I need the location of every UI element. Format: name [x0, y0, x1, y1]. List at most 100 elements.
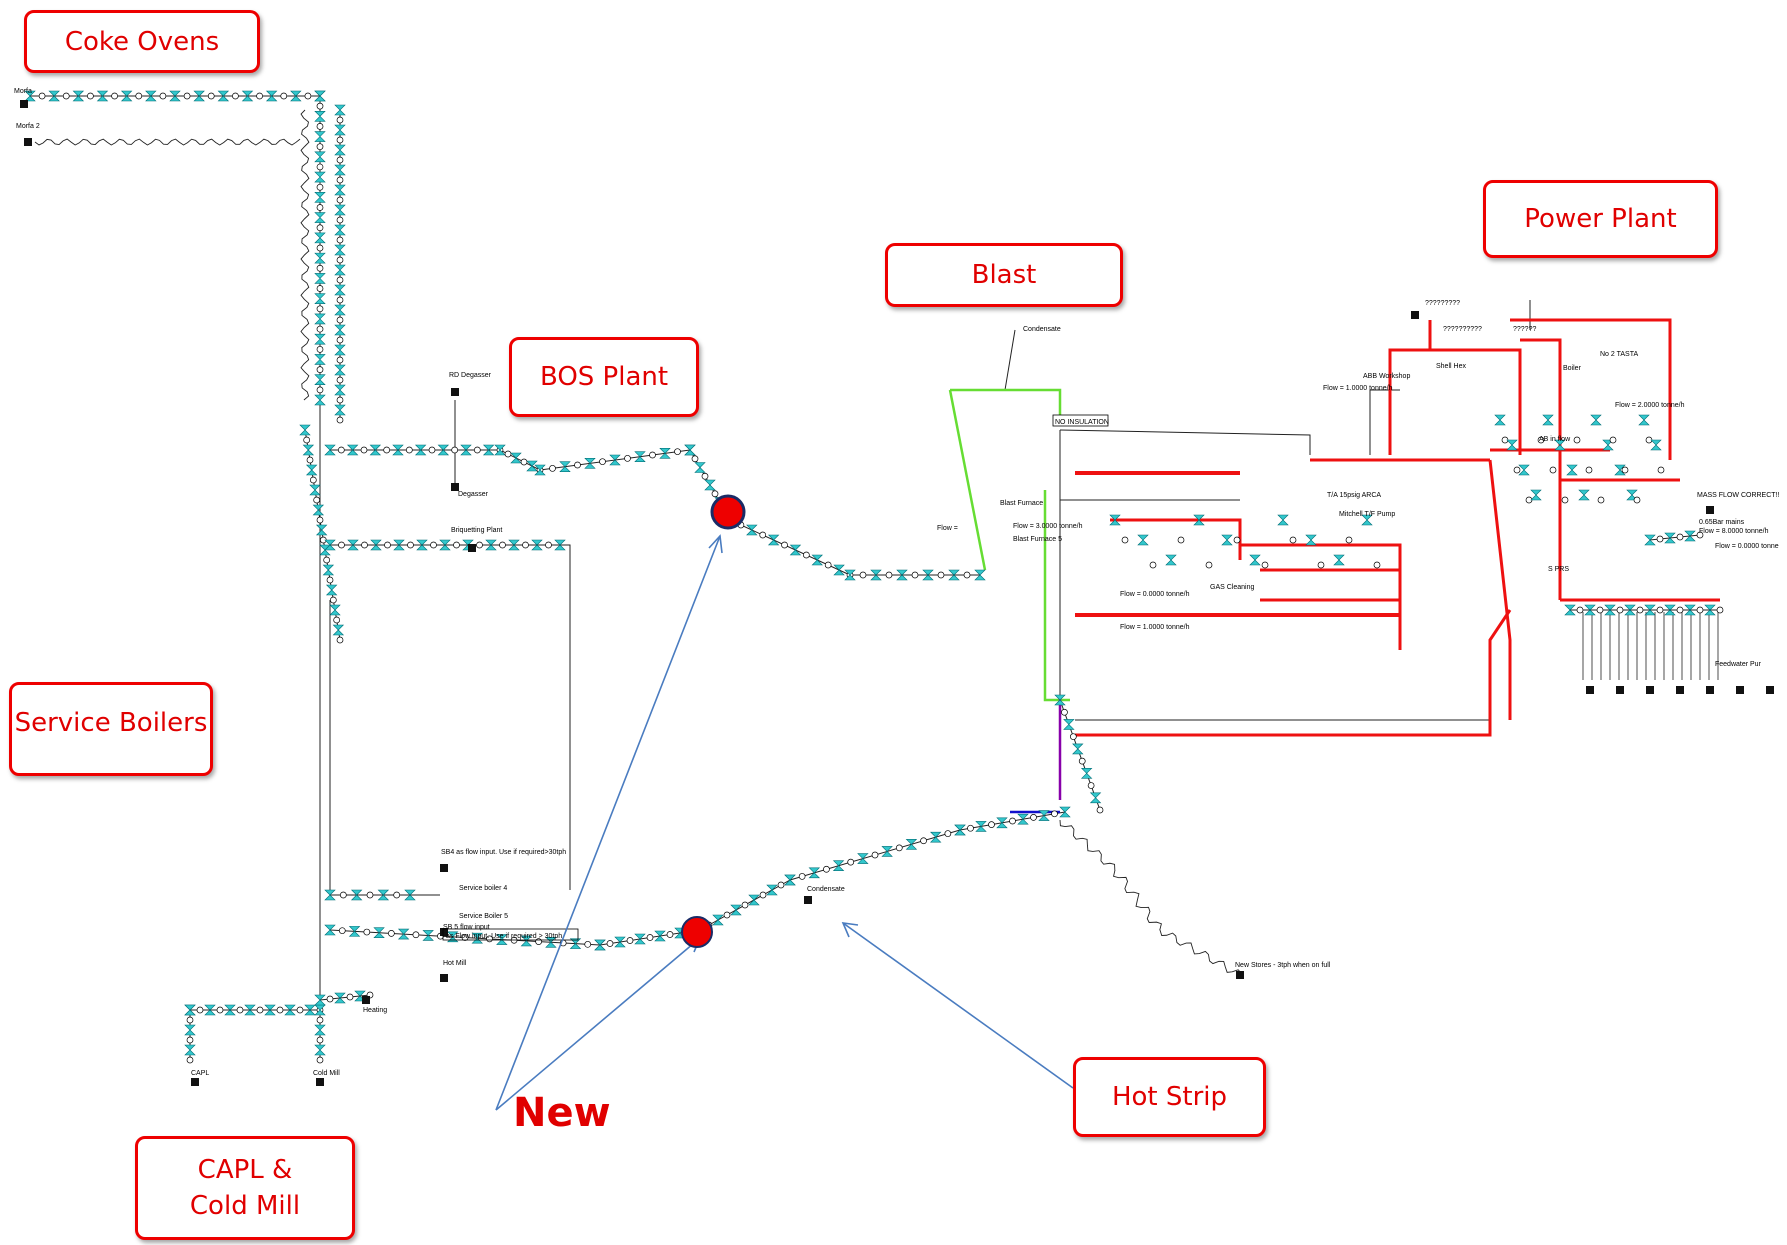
- valve-icon: [315, 213, 325, 223]
- pipe-node: [317, 225, 323, 231]
- valve-icon: [858, 854, 868, 864]
- terminal-block: [1586, 686, 1594, 694]
- valve-icon: [1039, 811, 1049, 821]
- pipe-node: [337, 337, 343, 343]
- pipe-node: [208, 93, 214, 99]
- pipe-node: [600, 459, 606, 465]
- label-boiler: Boiler: [1563, 365, 1582, 372]
- valve-icon: [335, 125, 345, 135]
- valve-icon: [1166, 555, 1176, 565]
- valve-icon: [335, 365, 345, 375]
- valve-icon: [527, 461, 537, 471]
- valve-icon: [1082, 768, 1092, 778]
- pipe-node: [760, 532, 766, 538]
- pipe-node: [1586, 467, 1592, 473]
- colored-pipes: [950, 390, 1070, 812]
- pipe-node: [1514, 467, 1520, 473]
- label-flow-0: Flow = 0.0000 tonne/h: [1120, 591, 1190, 598]
- pipe-node: [667, 932, 673, 938]
- pipe-node: [317, 367, 323, 373]
- power-plant-red-pipes: [1075, 320, 1720, 735]
- pipe-node: [327, 996, 333, 1002]
- briquetting-return: [560, 545, 570, 890]
- valve-icon: [1591, 415, 1601, 425]
- valve-icon: [655, 931, 665, 941]
- valve-icon: [315, 152, 325, 162]
- pipe-node: [237, 1007, 243, 1013]
- pipe-node: [872, 852, 878, 858]
- pipe-node: [1206, 562, 1212, 568]
- label-flow-1: Flow = 1.0000 tonne/h: [1120, 624, 1190, 631]
- terminal-block: [1706, 686, 1714, 694]
- pipe-node: [347, 994, 353, 1000]
- pipe-node: [454, 542, 460, 548]
- valve-icon: [713, 915, 723, 925]
- valve-icon: [1306, 535, 1316, 545]
- label-abb-workshop: ABB Workshop: [1363, 373, 1410, 380]
- arrow-head-bos: [709, 536, 722, 553]
- valve-icon: [769, 535, 779, 545]
- pipe-node: [523, 542, 529, 548]
- label-hot-mill: Hot Mill: [443, 960, 467, 967]
- valve-icon: [335, 345, 345, 355]
- pp-red-1: [1390, 320, 1430, 455]
- pipe-node: [1597, 607, 1603, 613]
- valve-icon: [335, 265, 345, 275]
- label-sb5-input: SB 5 flow input: [443, 924, 490, 931]
- valve-icon: [906, 839, 916, 849]
- valve-icon: [1018, 814, 1028, 824]
- terminal-block: [1236, 971, 1244, 979]
- pipe-node: [1562, 497, 1568, 503]
- valve-icon: [931, 832, 941, 842]
- wavy-pipe: [1060, 820, 1115, 870]
- pipe-node: [1717, 607, 1723, 613]
- valve-icon: [315, 233, 325, 243]
- label-condensate-bottom: Condensate: [807, 886, 845, 893]
- valve-icon: [635, 934, 645, 944]
- pipe-node: [317, 184, 323, 190]
- pipe-node: [337, 317, 343, 323]
- valve-icon: [327, 585, 337, 595]
- label-gas-cleaning: GAS Cleaning: [1210, 584, 1254, 591]
- pipe-node: [1677, 607, 1683, 613]
- valve-icon: [1519, 465, 1529, 475]
- pipe-node: [337, 377, 343, 383]
- pipe-node: [575, 462, 581, 468]
- terminal-block: [1736, 686, 1744, 694]
- pipe-node: [782, 542, 788, 548]
- valve-icon: [1060, 807, 1070, 817]
- pipe-node: [1634, 497, 1640, 503]
- label-sprs: S PRS: [1548, 566, 1569, 573]
- new-marker-hot-mill[interactable]: [682, 917, 712, 947]
- pipe-node: [896, 845, 902, 851]
- pipe-node: [1574, 437, 1580, 443]
- pipe-node: [1234, 537, 1240, 543]
- pipe-node: [394, 892, 400, 898]
- valve-icon: [1064, 719, 1074, 729]
- valve-icon: [1531, 490, 1541, 500]
- pipe-node: [803, 552, 809, 558]
- pipe-node: [406, 447, 412, 453]
- valve-icon: [315, 172, 325, 182]
- callout-capl-cold-mill: CAPL & Cold Mill: [135, 1136, 355, 1240]
- terminal-block: [20, 100, 28, 108]
- pipe-node: [886, 572, 892, 578]
- pipe-node: [825, 562, 831, 568]
- pipe-node: [330, 597, 336, 603]
- pipe-node: [337, 217, 343, 223]
- valve-icon: [1073, 744, 1083, 754]
- terminal-block: [316, 1078, 324, 1086]
- valve-icon: [731, 905, 741, 915]
- label-condensate-top: Condensate: [1023, 326, 1061, 333]
- valve-icon: [315, 294, 325, 304]
- pipe-node: [257, 93, 263, 99]
- pipe-node: [187, 1017, 193, 1023]
- terminal-block: [362, 996, 370, 1004]
- wavy-pipe: [35, 139, 300, 145]
- valve-icon: [1507, 440, 1517, 450]
- pipe-node: [500, 542, 506, 548]
- new-marker-bos[interactable]: [712, 496, 744, 528]
- callout-power-plant: Power Plant: [1483, 180, 1718, 258]
- valve-icon: [955, 825, 965, 835]
